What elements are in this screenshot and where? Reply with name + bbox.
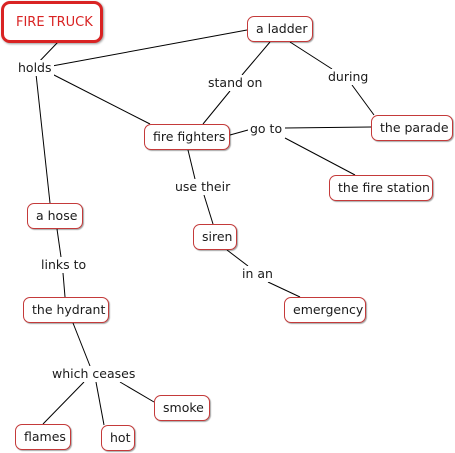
edge-which-ceases-hot	[95, 381, 105, 426]
edge-holds-a-ladder	[51, 29, 248, 67]
edge-go-to-station	[284, 137, 356, 176]
link-go-to: go to	[248, 121, 285, 137]
edge-hose-links-to	[56, 228, 62, 258]
edge-siren-in-an	[226, 249, 249, 267]
edge-during-parade	[351, 84, 375, 116]
concept-smoke[interactable]: smoke	[154, 395, 210, 421]
edge-holds-fire-fighters	[51, 73, 151, 125]
edge-ladder-stand-on	[241, 41, 271, 76]
edge-links-to-hydrant	[62, 272, 66, 298]
edge-holds-a-hose	[35, 73, 51, 204]
edge-which-ceases-flames	[42, 381, 85, 425]
concept-a-hose[interactable]: a hose	[27, 203, 83, 229]
link-during: during	[326, 69, 371, 85]
concept-flames[interactable]: flames	[15, 424, 71, 450]
link-in-an: in an	[240, 266, 275, 282]
concept-the-hydrant[interactable]: the hydrant	[23, 297, 109, 323]
link-links-to: links to	[39, 257, 89, 273]
link-which-ceases: which ceases	[50, 366, 138, 382]
edge-hydrant-which-ceases	[72, 322, 91, 367]
concept-a-ladder[interactable]: a ladder	[247, 16, 313, 42]
concept-the-fire-station[interactable]: the fire station	[329, 175, 433, 201]
edge-fighters-go-to	[229, 129, 249, 136]
edge-fighters-use-their	[187, 149, 196, 180]
concept-hot[interactable]: hot	[101, 425, 135, 451]
concept-the-parade[interactable]: the parade	[371, 115, 453, 141]
edge-which-ceases-smoke	[119, 381, 155, 403]
edge-in-an-emergency	[267, 281, 301, 298]
concept-fire-fighters[interactable]: fire fighters	[144, 124, 230, 150]
link-stand-on: stand on	[206, 75, 265, 91]
edge-ladder-during	[289, 41, 333, 70]
edge-stand-on-fighters	[202, 90, 231, 125]
concept-fire-truck[interactable]: FIRE TRUCK	[1, 1, 103, 43]
concept-emergency[interactable]: emergency	[284, 297, 366, 323]
link-use-their: use their	[173, 179, 233, 195]
link-holds: holds	[16, 60, 54, 76]
edge-use-their-siren	[203, 194, 214, 225]
concept-siren[interactable]: siren	[193, 224, 237, 250]
edge-go-to-parade	[284, 126, 372, 129]
